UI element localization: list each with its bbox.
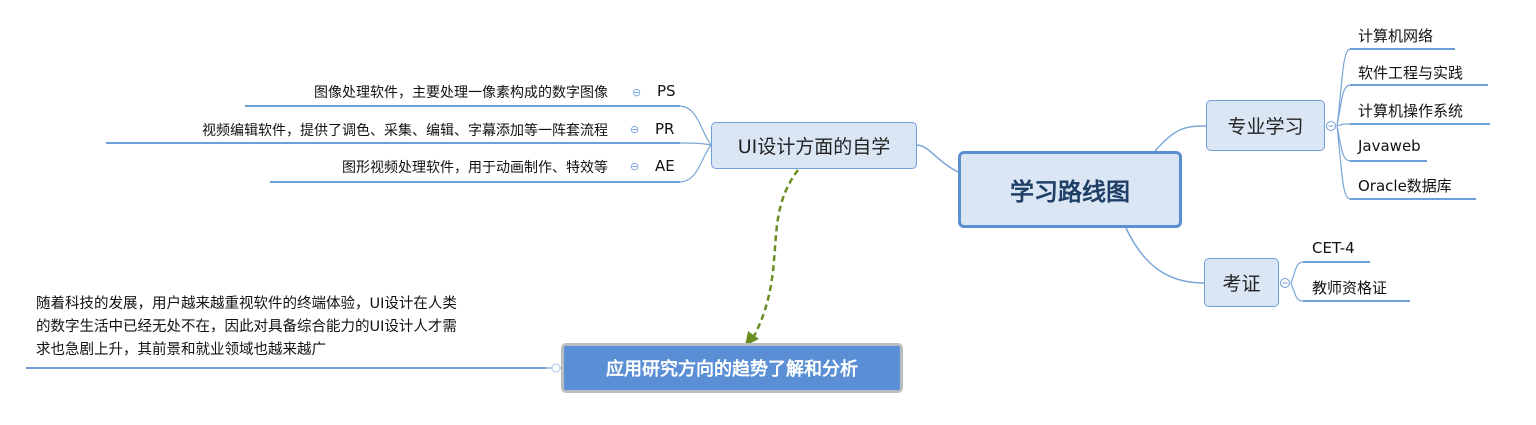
topic-application-trend[interactable]: 应用研究方向的趋势了解和分析	[561, 343, 903, 393]
link-ui-ae	[679, 144, 712, 183]
link-ui-ps	[679, 105, 712, 146]
leaf-javaweb[interactable]: Javaweb	[1358, 137, 1421, 155]
trend-note-line: 的数字生活中已经无处不在，因此对具备综合能力的UI设计人才需	[36, 319, 457, 335]
relation-arrowhead	[745, 331, 759, 346]
topic-ui-self-study[interactable]: UI设计方面的自学	[711, 122, 917, 169]
collapse-ae-icon[interactable]: ⊖	[630, 160, 640, 173]
leaf-software-engineering[interactable]: 软件工程与实践	[1358, 64, 1464, 82]
link-ui-pr	[679, 142, 712, 146]
central-topic-label: 学习路线图	[1010, 178, 1130, 206]
link-exam-leaves	[1290, 261, 1304, 302]
relation-arrow	[750, 169, 799, 341]
trend-note-line: 随着科技的发展，用户越来越重视软件的终端体验，UI设计在人类	[36, 296, 457, 312]
leaf-computer-network[interactable]: 计算机网络	[1358, 27, 1434, 45]
link-central-exam	[1125, 227, 1205, 284]
collapse-ps-icon[interactable]: ⊖	[632, 86, 642, 99]
leaf-pr[interactable]: PR	[655, 120, 675, 138]
desc-ps: 图像处理软件，主要处理一像素构成的数字图像	[314, 85, 608, 101]
leaf-ae[interactable]: AE	[655, 157, 675, 175]
link-central-ui	[916, 144, 959, 173]
topic-professional-study[interactable]: 专业学习	[1206, 100, 1325, 151]
trend-note: 随着科技的发展，用户越来越重视软件的终端体验，UI设计在人类 的数字生活中已经无…	[36, 293, 556, 362]
leaf-operating-system[interactable]: 计算机操作系统	[1358, 102, 1464, 120]
topic-trend-label: 应用研究方向的趋势了解和分析	[606, 359, 858, 380]
leaf-ps[interactable]: PS	[657, 82, 676, 100]
topic-certification-label: 考证	[1222, 273, 1261, 295]
collapse-pr-icon[interactable]: ⊖	[630, 123, 640, 136]
desc-pr: 视频编辑软件，提供了调色、采集、编辑、字幕添加等一阵套流程	[202, 123, 608, 139]
link-pro-trunk	[1336, 48, 1351, 200]
trend-note-line: 求也急剧上升，其前景和就业领域也越来越广	[36, 342, 326, 358]
topic-professional-label: 专业学习	[1227, 116, 1304, 138]
leaf-cet4[interactable]: CET-4	[1312, 239, 1355, 257]
collapse-trend[interactable]	[551, 363, 561, 373]
link-central-pro	[1154, 125, 1207, 152]
topic-ui-label: UI设计方面的自学	[737, 136, 891, 158]
central-topic[interactable]: 学习路线图	[958, 151, 1182, 228]
topic-certification[interactable]: 考证	[1204, 258, 1279, 307]
leaf-teacher-cert[interactable]: 教师资格证	[1312, 279, 1388, 297]
desc-ae: 图形视频处理软件，用于动画制作、特效等	[342, 160, 608, 176]
leaf-oracle-db[interactable]: Oracle数据库	[1358, 177, 1452, 195]
